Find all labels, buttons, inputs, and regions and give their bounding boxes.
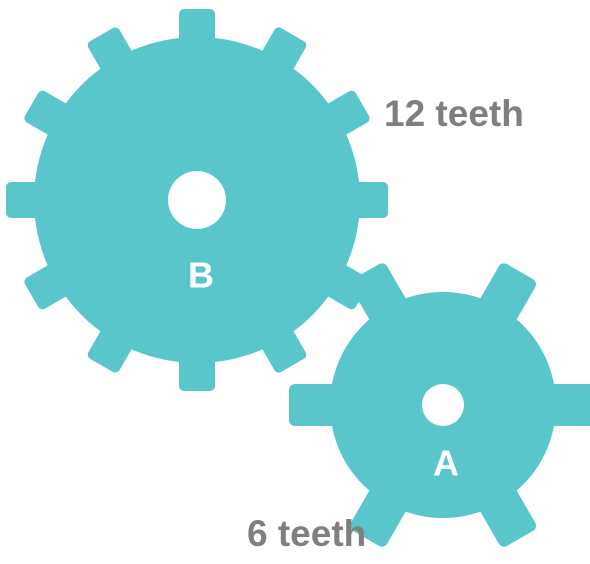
gear-a: A xyxy=(289,261,590,549)
gear-a-letter: A xyxy=(433,443,459,484)
gear-a-hub xyxy=(422,384,464,426)
gear-b-hub xyxy=(168,171,226,229)
gear-a-teeth-label: 6 teeth xyxy=(247,515,366,552)
gear-b-teeth-label: 12 teeth xyxy=(384,95,524,132)
gear-b-letter: B xyxy=(188,255,214,296)
gear-b: B xyxy=(6,9,388,391)
